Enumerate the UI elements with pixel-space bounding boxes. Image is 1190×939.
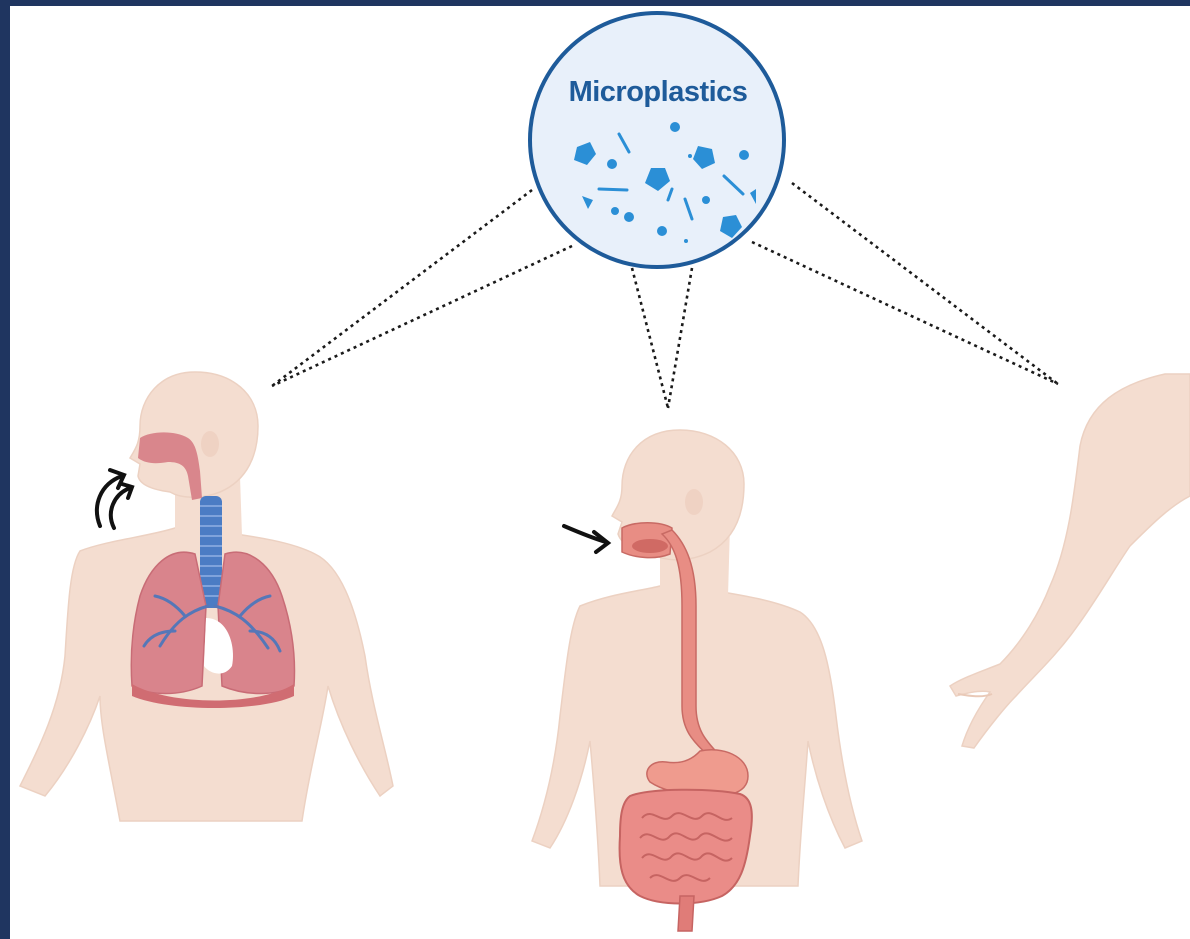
bead-icon <box>702 196 710 204</box>
connector-ingestion-right <box>668 268 692 408</box>
connector-inhalation-upper <box>272 190 532 386</box>
bead-icon <box>607 159 617 169</box>
bead-icon <box>688 154 692 158</box>
inhalation-figure <box>20 372 393 821</box>
ear-icon <box>685 489 703 515</box>
bead-icon <box>611 207 619 215</box>
ear-icon <box>201 431 219 457</box>
ingestion-figure <box>532 430 862 931</box>
diagram-svg <box>10 6 1190 939</box>
bead-icon <box>670 122 680 132</box>
bead-icon <box>684 239 688 243</box>
connector-ingestion-left <box>632 268 668 408</box>
bead-icon <box>624 212 634 222</box>
connector-dermal-lower <box>752 242 1058 384</box>
intestines-icon <box>620 790 752 931</box>
tongue-icon <box>632 539 668 553</box>
fiber-icon <box>599 189 627 190</box>
microplastics-circle <box>530 13 784 267</box>
rectum-icon <box>678 896 694 931</box>
microplastics-title: Microplastics <box>538 76 778 109</box>
arm-icon <box>950 374 1190 748</box>
bead-icon <box>739 150 749 160</box>
diagram-canvas: Microplastics <box>10 6 1190 939</box>
inhalation-arrows-icon <box>97 470 132 528</box>
bead-icon <box>657 226 667 236</box>
hand-icon <box>958 694 992 696</box>
ingestion-arrow-icon <box>564 526 608 552</box>
dermal-figure <box>950 374 1190 748</box>
connector-inhalation-lower <box>272 246 572 386</box>
connector-dermal-upper <box>792 183 1058 384</box>
